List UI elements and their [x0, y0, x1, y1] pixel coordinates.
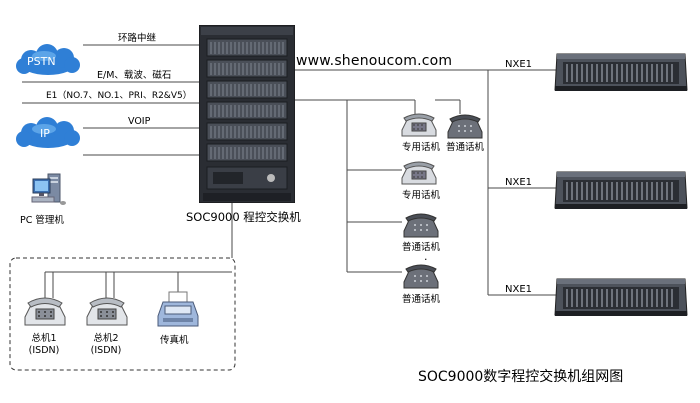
- host2-label: 总机2 (ISDN): [80, 333, 132, 357]
- ellipsis-dot: ·: [424, 253, 428, 266]
- fax-label: 传真机: [160, 335, 189, 346]
- label-relay: 环路中继: [118, 33, 157, 44]
- dedicated-phone-icon: [401, 113, 437, 137]
- ordinary-phone-icon: [403, 213, 439, 238]
- host1-label: 总机1 (ISDN): [18, 333, 70, 357]
- ordinary-phone-icon: [403, 264, 439, 289]
- label-ordinary-3: 普通话机: [402, 294, 441, 305]
- switch-rack-icon: [199, 25, 295, 203]
- ordinary-phone-icon: [447, 114, 483, 139]
- pc-label: PC 管理机: [20, 215, 64, 226]
- website-text: www.shenoucom.com: [296, 53, 453, 69]
- label-em: E/M、载波、磁石: [97, 70, 172, 81]
- label-ordinary-2: 普通话机: [402, 242, 441, 253]
- label-voip: VOIP: [128, 116, 151, 127]
- label-dedicated-1: 专用话机: [402, 142, 441, 153]
- pstn-label: PSTN: [27, 55, 56, 68]
- nxe-unit-icon: [554, 171, 688, 209]
- pstn-cloud-icon: [16, 44, 80, 75]
- nxe-unit-icon: [554, 278, 688, 316]
- label-dedicated-2: 专用话机: [402, 190, 441, 201]
- host1-name: 总机1: [31, 333, 57, 344]
- host2-name: 总机2: [93, 333, 119, 344]
- nxe-label-1: NXE1: [505, 59, 533, 70]
- nxe-unit-icon: [554, 53, 688, 91]
- fax-machine-icon: [157, 291, 199, 327]
- host-phone-1-icon: [24, 297, 66, 326]
- host2-sub: (ISDN): [90, 344, 122, 356]
- ip-label: IP: [40, 127, 50, 140]
- label-ordinary-1: 普通话机: [446, 142, 485, 153]
- diagram-caption: SOC9000数字程控交换机组网图: [418, 369, 624, 385]
- ip-cloud-icon: [16, 117, 80, 148]
- switch-label: SOC9000 程控交换机: [186, 210, 301, 224]
- nxe-label-2: NXE1: [505, 177, 533, 188]
- label-e1: E1（NO.7、NO.1、PRI、R2&V5）: [46, 91, 192, 101]
- host-phone-2-icon: [86, 297, 128, 326]
- host1-sub: (ISDN): [28, 344, 60, 356]
- dedicated-phone-icon: [401, 161, 437, 185]
- pc-icon: [31, 173, 66, 205]
- nxe-label-3: NXE1: [505, 284, 533, 295]
